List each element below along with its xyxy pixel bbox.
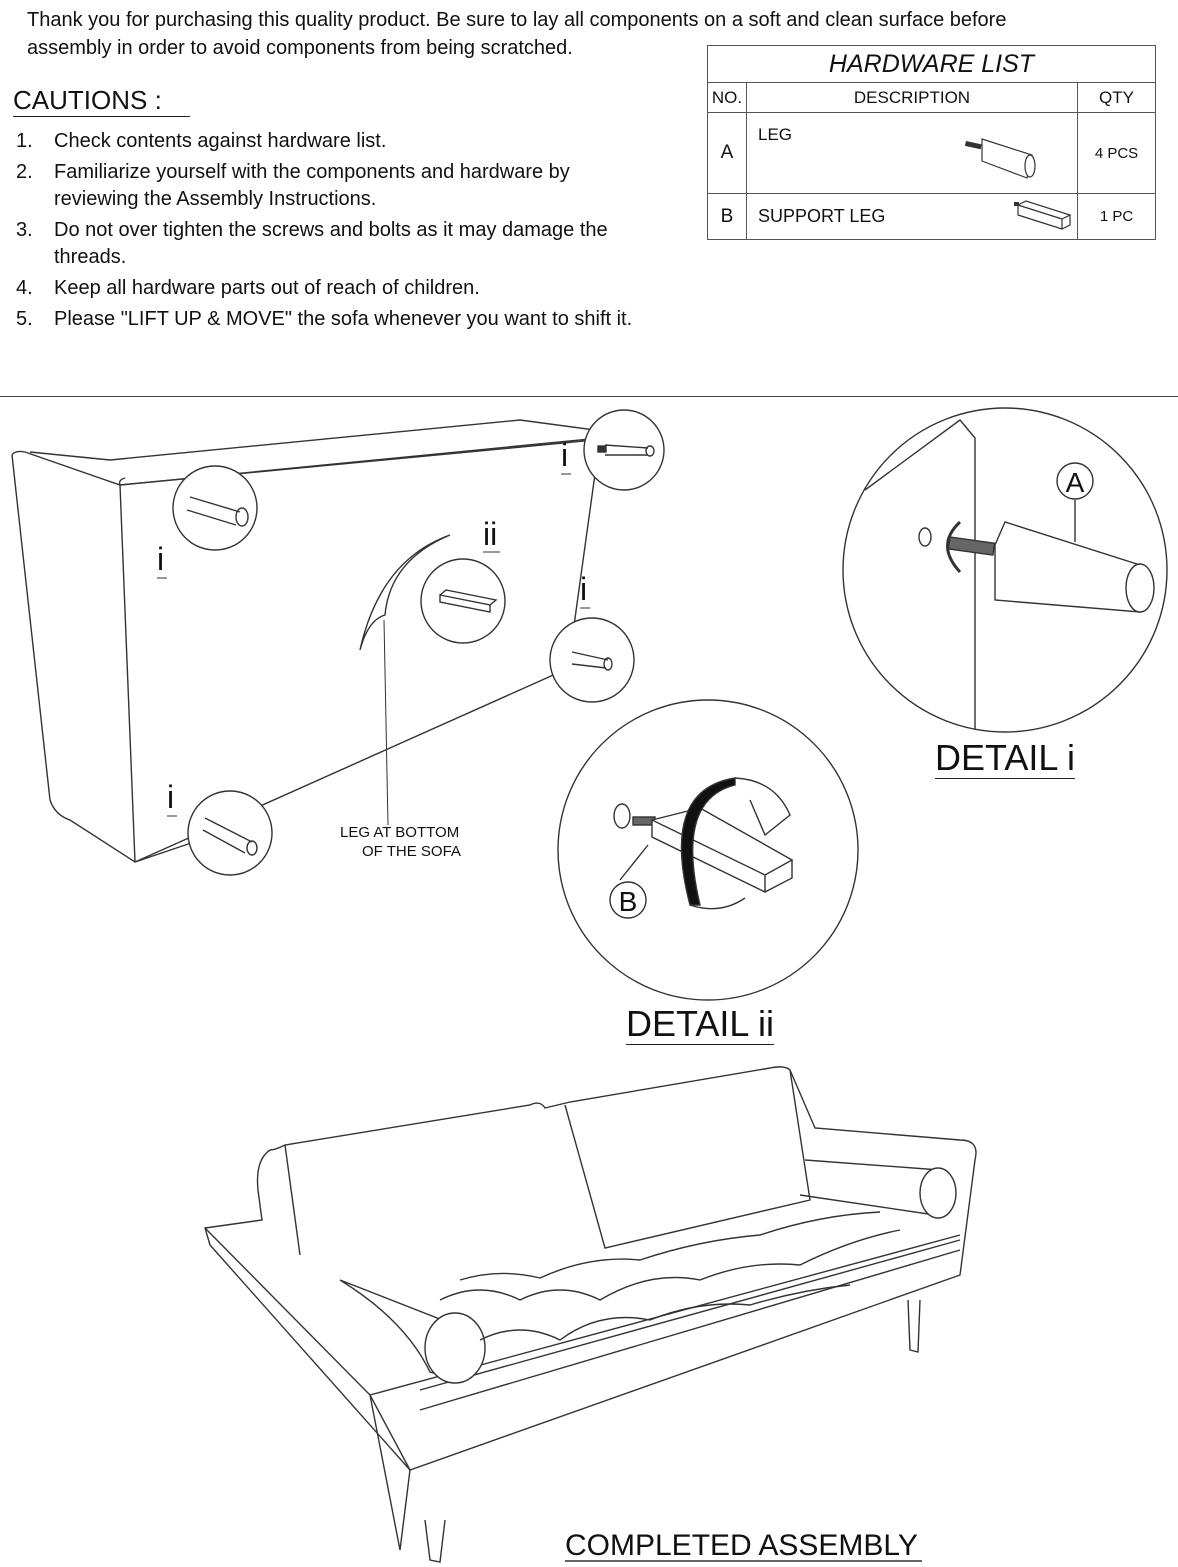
detail-ii-label: DETAIL ii [626,1003,775,1045]
caution-text: Check contents against hardware list. [54,130,387,152]
sofa-bottom-view [11,419,613,863]
description-text: LEG [758,125,793,144]
caution-text: Do not over tighten the screws and bolts… [54,219,608,268]
caution-item: 2. Familiarize yourself with the componen… [16,159,656,213]
caution-number: 2. [16,161,33,183]
cautions-heading: CAUTIONS : [13,84,190,117]
hardware-list-title: HARDWARE LIST [707,45,1156,83]
row-qty: 1 PC [1077,193,1156,240]
row-description: SUPPORT LEG [746,193,1078,240]
intro-line-1: Thank you for purchasing this quality pr… [27,9,1007,31]
callout-b: B [619,886,638,917]
leg-note-line-2: OF THE SOFA [362,843,461,860]
leg-icon [964,138,1036,179]
leg-circle [583,409,665,491]
hardware-list-table: HARDWARE LIST NO. DESCRIPTION QTY A LEG … [707,45,1156,240]
caution-number: 1. [16,130,33,152]
completed-assembly-label: COMPLETED ASSEMBLY [565,1529,918,1562]
detail-ii-circle: B [557,699,859,1001]
caution-text: Keep all hardware parts out of reach of … [54,277,480,299]
caution-number: 5. [16,308,33,330]
table-row: A LEG 4 PCS [707,112,1156,194]
caution-number: 3. [16,219,33,241]
leg-circle [549,617,635,703]
caution-number: 4. [16,277,33,299]
support-leg-circle [420,558,506,644]
detail-i-circle: A [842,407,1168,733]
row-description: LEG [746,112,1078,194]
section-divider [0,396,1178,397]
cautions-list: 1.Check contents against hardware list. … [16,128,656,337]
row-no: B [707,193,747,240]
caution-item: 5. Please "LIFT UP & MOVE" the sofa whene… [16,306,656,333]
marker-ii: ii [483,516,497,552]
intro-line-2: assembly in order to avoid components fr… [27,37,573,59]
detail-i-label: DETAIL i [935,737,1076,779]
row-qty: 4 PCS [1077,112,1156,194]
leg-note-line-1: LEG AT BOTTOM [340,824,459,841]
caution-item: 4. Keep all hardware parts out of reach o… [16,275,656,302]
marker-i: i [580,571,587,607]
leg-circle [172,465,258,551]
marker-i: i [561,437,568,473]
marker-i: i [167,779,174,815]
table-row: B SUPPORT LEG 1 PC [707,193,1156,240]
insert-arrow-icon [359,534,451,651]
caution-text: Please "LIFT UP & MOVE" the sofa wheneve… [54,308,633,330]
completed-sofa-drawing [204,1066,977,1563]
description-text: SUPPORT LEG [758,206,886,226]
intro-text: Thank you for purchasing this quality pr… [27,6,1167,62]
support-leg-icon [1014,200,1072,230]
caution-item: 3. Do not over tighten the screws and bol… [16,217,656,271]
caution-item: 1. Check contents against hardware list. [16,128,656,155]
row-no: A [707,112,747,194]
callout-a: A [1066,467,1085,498]
marker-i: i [157,541,164,577]
caution-text: Familiarize yourself with the components… [54,161,570,210]
header-no: NO. [707,82,747,113]
leg-circle [187,790,273,876]
